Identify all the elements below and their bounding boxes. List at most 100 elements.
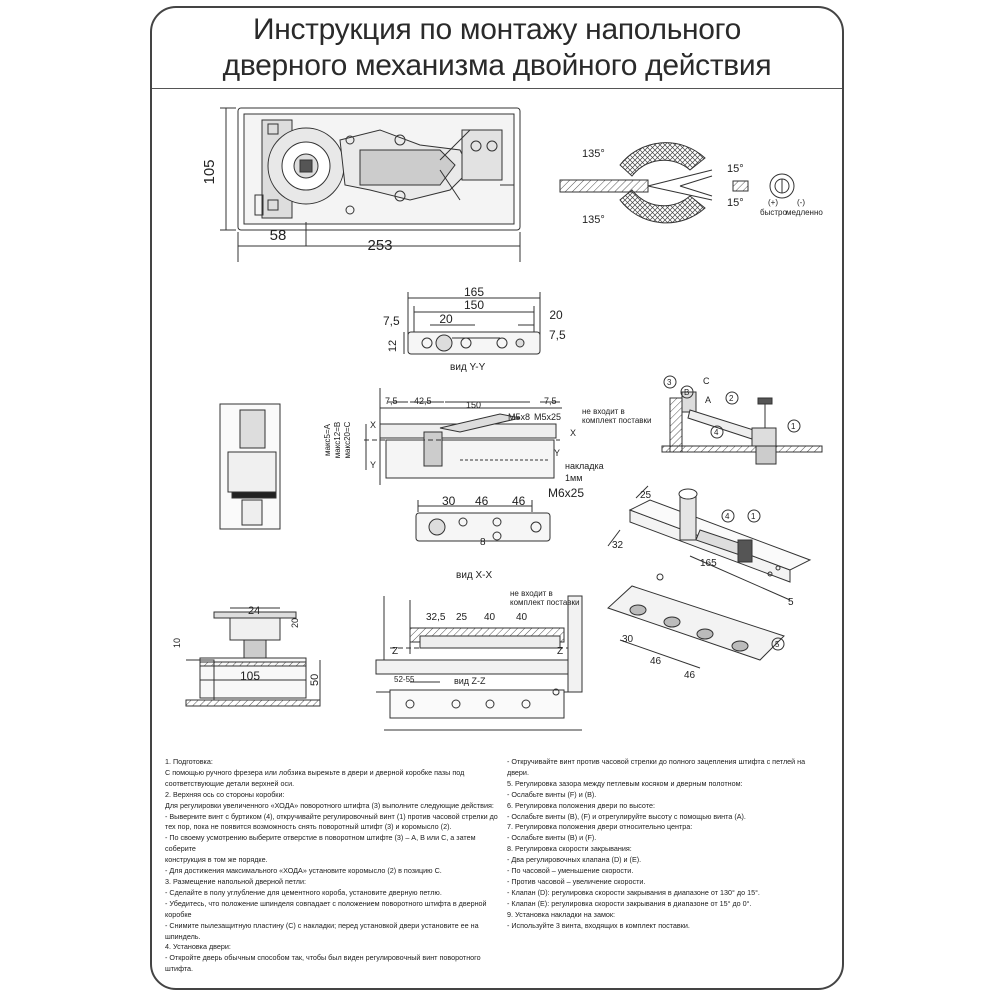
iso-n5: 5 bbox=[775, 640, 780, 649]
instr-line: - Снимите пылезащитную пластину (C) с на… bbox=[165, 920, 479, 930]
yy-dim-75a: 7,5 bbox=[383, 314, 400, 328]
sec-overlay-1: накладка bbox=[565, 461, 604, 471]
instr-line: - По своему усмотрению выберите отверсти… bbox=[165, 833, 476, 854]
instr-line: - Ослабьте винты (B) и (F). bbox=[507, 833, 597, 843]
instr-line: - Ослабьте винты (B), (F) и отрегулируйт… bbox=[507, 811, 746, 821]
instr-line: 7. Регулировка положения двери относител… bbox=[507, 822, 693, 832]
instr-line: - Выверните винт с буртиком (4), откручи… bbox=[165, 811, 498, 821]
instr-line: штифта. bbox=[165, 964, 194, 974]
instr-line: - По часовой – уменьшение скорости. bbox=[507, 866, 634, 876]
instructions-right: - Откручивайте винт против часовой стрел… bbox=[507, 757, 827, 932]
bot-dim-105: 105 bbox=[240, 669, 260, 683]
title-divider bbox=[152, 88, 842, 89]
instr-line: 6. Регулировка положения двери по высоте… bbox=[507, 800, 655, 810]
zz-dim-40b: 40 bbox=[516, 612, 528, 623]
bottom-section-diagram bbox=[185, 607, 321, 707]
instr-line: 5. Регулировка зазора между петлевым кос… bbox=[507, 778, 743, 788]
zz-view-diagram bbox=[375, 595, 583, 731]
angle-open-top: 135° bbox=[582, 148, 605, 160]
zz-label-z-left: Z bbox=[392, 646, 398, 657]
yy-dim-75b: 7,5 bbox=[549, 328, 566, 342]
side-view-block bbox=[219, 403, 281, 530]
yy-dim-165: 165 bbox=[464, 285, 484, 299]
xx-dim-30: 30 bbox=[442, 494, 456, 508]
instr-line: конструкция в том же порядке. bbox=[165, 855, 268, 865]
zz-dim-325: 32,5 bbox=[426, 612, 446, 623]
sec-max-b: макс12=B bbox=[333, 422, 342, 458]
sec-not-included-2: комплект поставки bbox=[582, 416, 652, 425]
plate-yy-diagram bbox=[403, 292, 541, 355]
instr-line: - Клапан (E): регулировка скорости закры… bbox=[507, 898, 752, 908]
iso-plate-diagram bbox=[607, 485, 812, 669]
angle-open-bottom: 135° bbox=[582, 214, 605, 226]
instr-line: 9. Установка накладки на замок: bbox=[507, 909, 616, 919]
angle-diagram bbox=[559, 142, 795, 224]
yy-dim-20b: 20 bbox=[549, 308, 563, 322]
iso-dim-32: 32 bbox=[612, 540, 624, 551]
instr-line: 1. Подготовка: bbox=[165, 757, 213, 766]
speed-plus: (+) bbox=[768, 198, 778, 207]
title-line-2: дверного механизма двойного действия bbox=[222, 49, 772, 82]
dim-width-253: 253 bbox=[367, 237, 392, 254]
instr-line: - Ослабьте винты (F) и (B). bbox=[507, 789, 597, 799]
speed-slow: медленно bbox=[786, 208, 823, 217]
iso-dim-25: 25 bbox=[640, 490, 652, 501]
yy-caption: вид Y-Y bbox=[450, 362, 486, 373]
plate-xx-diagram bbox=[415, 500, 551, 542]
instr-line: - Против часовой – увеличение скорости. bbox=[507, 876, 646, 886]
instr-line: коробке bbox=[165, 909, 192, 919]
yy-dim-20a: 20 bbox=[439, 312, 453, 326]
zz-label-z-right: Z bbox=[557, 646, 563, 657]
instr-line: тех пор, пока не появится возможность сн… bbox=[165, 822, 452, 832]
instr-line: - Два регулировочных клапана (D) и (E). bbox=[507, 855, 642, 865]
iso-n1: 1 bbox=[751, 512, 756, 521]
pivot-c: C bbox=[703, 376, 710, 386]
sec-dim-150: 150 bbox=[466, 400, 481, 410]
pivot-n4: 4 bbox=[714, 428, 719, 437]
sec-m5x8: M5x8 bbox=[508, 412, 530, 422]
pivot-diagram bbox=[661, 375, 823, 465]
instr-line: - Сделайте в полу углубление для цементн… bbox=[165, 887, 442, 897]
instr-line: - Откройте дверь обычным способом так, ч… bbox=[165, 953, 481, 963]
instr-line: 8. Регулировка скорости закрывания: bbox=[507, 844, 632, 854]
sec-m5x25: M5x25 bbox=[534, 412, 561, 422]
top-view-diagram bbox=[220, 107, 521, 262]
sec-label-x-right: X bbox=[570, 428, 576, 438]
page-title: Инструкция по монтажу напольного дверног… bbox=[152, 12, 842, 84]
xx-dim-46a: 46 bbox=[475, 494, 489, 508]
bot-dim-20: 20 bbox=[290, 618, 300, 628]
instr-line: 2. Верхняя ось со стороны коробки: bbox=[165, 789, 285, 799]
title-line-1: Инструкция по монтажу напольного bbox=[252, 13, 742, 46]
dim-height-105: 105 bbox=[201, 159, 218, 184]
xx-dim-46b: 46 bbox=[512, 494, 526, 508]
sec-max-a: макс5=A bbox=[323, 423, 332, 456]
pivot-a: A bbox=[705, 395, 711, 405]
zz-dim-5255: 52-55 bbox=[394, 675, 415, 684]
sec-not-included-1: не входит в bbox=[582, 407, 625, 416]
zz-not-included-1: не входит в bbox=[510, 589, 553, 598]
sec-label-y-left: Y bbox=[370, 460, 376, 470]
pivot-n3: 3 bbox=[667, 378, 672, 387]
instr-line: Для регулировки увеличенного «ХОДА» пово… bbox=[165, 800, 494, 810]
xx-dim-8: 8 bbox=[480, 537, 486, 548]
instr-line: - Клапан (D): регулировка скорости закры… bbox=[507, 887, 760, 897]
pivot-b: B bbox=[684, 388, 689, 397]
instr-line: - Используйте 3 винта, входящих в компле… bbox=[507, 920, 690, 930]
instr-line: соответствующие детали верхней оси. bbox=[165, 778, 295, 788]
instr-line: шпиндель. bbox=[165, 931, 201, 941]
iso-dim-5: 5 bbox=[788, 597, 794, 608]
dim-offset-58: 58 bbox=[270, 227, 287, 244]
sec-max-c: макс20=C bbox=[343, 421, 352, 458]
iso-dim-165: 165 bbox=[700, 558, 717, 569]
iso-n4: 4 bbox=[725, 512, 730, 521]
page-frame bbox=[150, 6, 844, 990]
sec-overlay-2: 1мм bbox=[565, 473, 582, 483]
xx-caption: вид X-X bbox=[456, 570, 493, 581]
instr-line: С помощью ручного фрезера или лобзика вы… bbox=[165, 767, 465, 777]
speed-minus: (-) bbox=[797, 198, 805, 207]
iso-dim-46b: 46 bbox=[684, 670, 696, 681]
angle-small-top: 15° bbox=[727, 163, 744, 175]
bot-dim-10: 10 bbox=[172, 638, 182, 648]
sec-label-y-right: Y bbox=[554, 448, 560, 458]
instr-line: - Откручивайте винт против часовой стрел… bbox=[507, 757, 806, 777]
